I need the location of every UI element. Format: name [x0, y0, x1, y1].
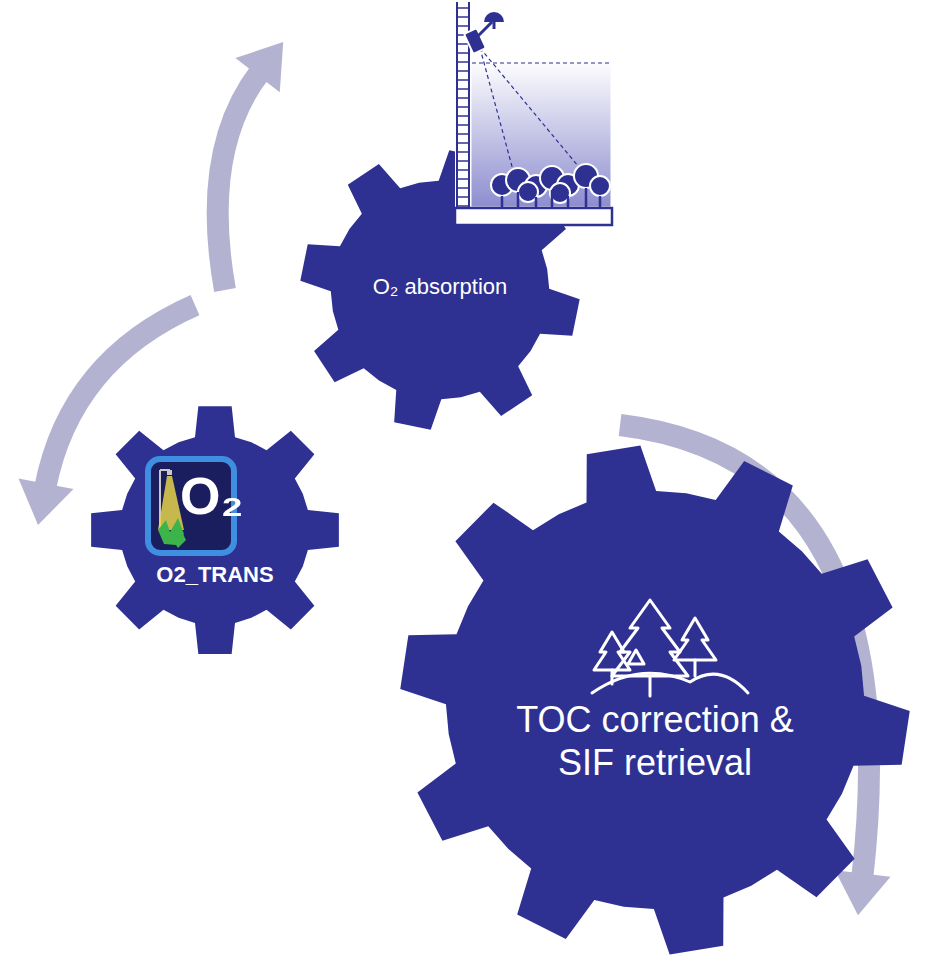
gear-shape [90, 405, 340, 655]
gear-node: O2_TRANS [90, 405, 340, 655]
gear-node: O₂ absorption [300, 150, 580, 430]
gear-label: O₂ absorption [340, 274, 540, 300]
gear-node: TOC correction & SIF retrieval [400, 445, 910, 955]
gear-label: O2_TRANS [125, 562, 305, 588]
gear-label: TOC correction & SIF retrieval [505, 698, 805, 784]
cycle-arrow [218, 42, 284, 290]
icon-text: O₂ [180, 470, 244, 522]
